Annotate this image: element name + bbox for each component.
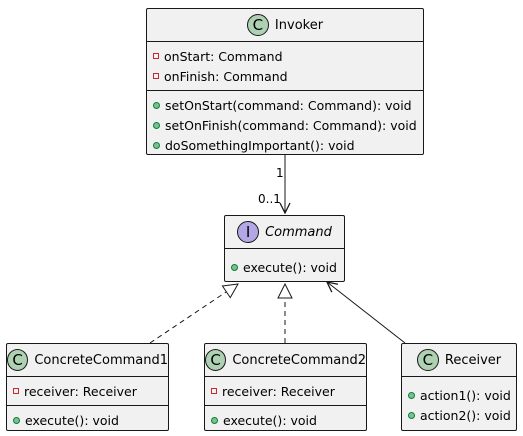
method-row: action1(): void <box>408 385 511 405</box>
field-text: receiver: Receiver <box>222 383 335 399</box>
method-text: execute(): void <box>223 412 317 428</box>
interface-command[interactable]: I Command execute(): void <box>224 215 345 282</box>
class-badge-icon: C <box>246 14 269 36</box>
class-header: C Receiver <box>402 344 516 377</box>
methods-section: execute(): void <box>205 406 366 434</box>
method-text: action1(): void <box>420 387 511 403</box>
public-icon <box>211 416 218 424</box>
class-badge-icon: C <box>7 349 29 371</box>
multiplicity-source: 1 <box>276 166 284 180</box>
methods-section: execute(): void <box>7 406 168 434</box>
private-icon <box>13 388 19 394</box>
dependency-receiver-command <box>327 282 406 344</box>
fields-section: receiver: Receiver <box>205 377 366 406</box>
field-row: onFinish: Command <box>153 66 417 86</box>
method-text: doSomethingImportant(): void <box>165 137 355 153</box>
field-text: onFinish: Command <box>164 68 288 84</box>
multiplicity-target: 0..1 <box>258 192 281 206</box>
method-row: execute(): void <box>211 410 360 430</box>
field-row: onStart: Command <box>153 46 417 66</box>
public-icon <box>153 121 160 129</box>
field-row: receiver: Receiver <box>13 381 162 401</box>
class-name: Invoker <box>274 17 324 33</box>
method-text: action2(): void <box>420 407 511 423</box>
field-row: receiver: Receiver <box>211 381 360 401</box>
method-row: execute(): void <box>13 410 162 430</box>
method-text: execute(): void <box>25 412 119 428</box>
class-concrete-command-1[interactable]: C ConcreteCommand1 receiver: Receiver ex… <box>6 343 169 431</box>
method-text: setOnStart(command: Command): void <box>165 97 412 113</box>
class-receiver[interactable]: C Receiver action1(): void action2(): vo… <box>401 343 517 431</box>
private-icon <box>153 73 159 79</box>
methods-section: action1(): void action2(): void <box>402 377 516 429</box>
public-icon <box>408 411 415 419</box>
method-row: action2(): void <box>408 405 511 425</box>
method-text: execute(): void <box>243 259 337 275</box>
private-icon <box>211 388 217 394</box>
method-row: doSomethingImportant(): void <box>153 135 417 155</box>
method-row: setOnStart(command: Command): void <box>153 95 417 115</box>
methods-section: execute(): void <box>225 249 344 281</box>
class-badge-icon: C <box>205 349 227 371</box>
interface-badge-icon: I <box>237 221 260 243</box>
class-name: Command <box>265 224 332 240</box>
fields-section: onStart: Command onFinish: Command <box>147 42 423 91</box>
public-icon <box>153 141 160 149</box>
class-header: C Invoker <box>147 9 423 42</box>
private-icon <box>153 53 159 59</box>
public-icon <box>13 416 20 424</box>
public-icon <box>231 263 238 271</box>
class-name: Receiver <box>444 352 502 368</box>
field-text: onStart: Command <box>164 48 283 64</box>
fields-section: receiver: Receiver <box>7 377 168 406</box>
class-header: C ConcreteCommand1 <box>7 344 168 377</box>
class-name: ConcreteCommand2 <box>232 352 366 368</box>
method-text: setOnFinish(command: Command): void <box>165 117 417 133</box>
class-header: I Command <box>225 216 344 249</box>
method-row: execute(): void <box>231 257 338 277</box>
realization-concrete1-command <box>149 284 238 344</box>
class-header: C ConcreteCommand2 <box>205 344 366 377</box>
methods-section: setOnStart(command: Command): void setOn… <box>147 91 423 159</box>
field-text: receiver: Receiver <box>24 383 137 399</box>
public-icon <box>408 391 415 399</box>
public-icon <box>153 101 160 109</box>
method-row: setOnFinish(command: Command): void <box>153 115 417 135</box>
class-concrete-command-2[interactable]: C ConcreteCommand2 receiver: Receiver ex… <box>204 343 367 431</box>
class-invoker[interactable]: C Invoker onStart: Command onFinish: Com… <box>146 8 424 155</box>
class-name: ConcreteCommand1 <box>34 352 168 368</box>
class-badge-icon: C <box>416 349 439 371</box>
